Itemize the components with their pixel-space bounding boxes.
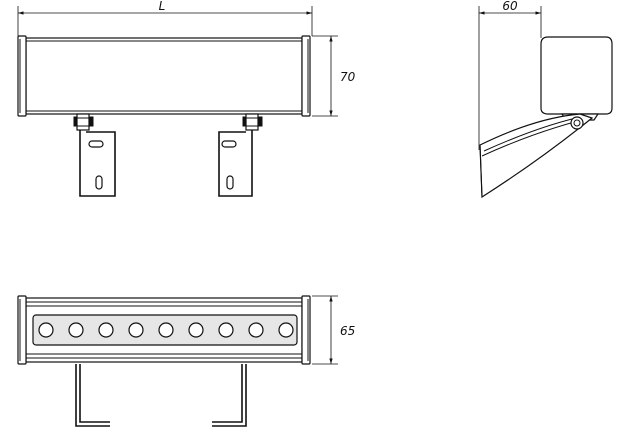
led-lens [38,322,54,338]
width-dimension: 60 [478,0,542,150]
mounting-bracket-right [218,113,263,197]
side-bracket-arm [479,113,594,199]
led-lens [128,322,144,338]
width-label: 60 [502,0,518,13]
luminaire-profile [540,36,613,121]
height-dimension-bottom: 65 [312,295,355,365]
led-lens [98,322,114,338]
length-label: L [159,0,166,13]
height-label-65: 65 [340,324,355,338]
led-lens [248,322,264,338]
height-dimension-front: 70 [312,35,356,117]
mounting-bracket-bottom [75,364,247,427]
led-row [38,322,294,338]
led-lens [218,322,234,338]
led-lens [158,322,174,338]
led-lens [188,322,204,338]
luminaire-body-front [17,35,311,117]
side-view: 60 [478,0,613,199]
front-view: L 70 [17,0,356,197]
led-lens [68,322,84,338]
led-lens [278,322,294,338]
length-dimension: L [17,0,313,36]
pivot-bolt [570,116,584,130]
height-label-70: 70 [340,70,356,84]
luminaire-body-bottom [17,295,311,365]
bottom-view: 65 [17,295,355,427]
mounting-bracket-left [73,113,116,197]
